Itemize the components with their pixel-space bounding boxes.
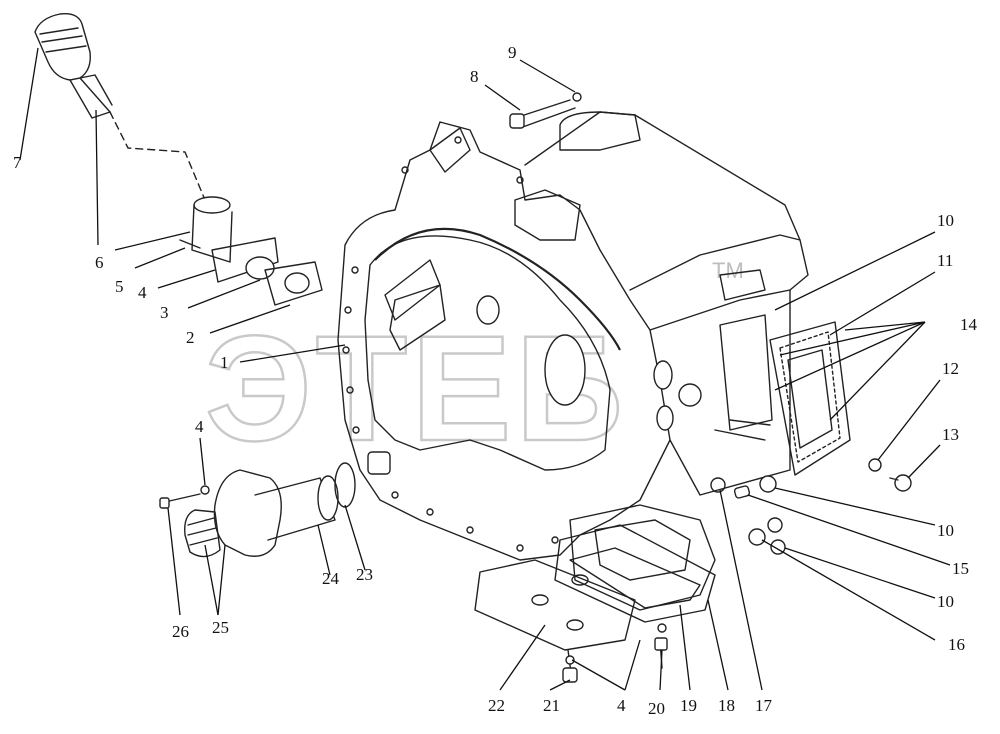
callout-24: 24 (322, 569, 340, 588)
callout-10: 10 (937, 211, 954, 230)
callout-17: 17 (755, 696, 773, 715)
callout-9: 9 (508, 43, 517, 62)
callout-4: 4 (617, 696, 626, 715)
callout-4: 4 (195, 417, 204, 436)
callout-labels: 1 2 3 4 4 4 5 6 7 8 9 10 10 10 11 12 13 … (13, 43, 978, 718)
callout-18: 18 (718, 696, 735, 715)
callout-5: 5 (115, 277, 124, 296)
leader-lines (19, 47, 951, 691)
callout-12: 12 (942, 359, 959, 378)
callout-3: 3 (160, 303, 169, 322)
bearing-housing-drawing (159, 462, 356, 558)
callout-13: 13 (942, 425, 959, 444)
callout-23: 23 (356, 565, 373, 584)
callout-15: 15 (952, 559, 969, 578)
callout-10: 10 (937, 521, 954, 540)
clutch-housing-drawing (337, 111, 809, 611)
callout-2: 2 (186, 328, 195, 347)
callout-10: 10 (937, 592, 954, 611)
callout-19: 19 (680, 696, 697, 715)
callout-6: 6 (95, 253, 104, 272)
filler-neck-drawing (34, 13, 323, 306)
callout-4: 4 (138, 283, 147, 302)
callout-25: 25 (212, 618, 229, 637)
bolts-8-9-drawing (509, 92, 582, 129)
callout-22: 22 (488, 696, 505, 715)
side-cover-drawing (678, 314, 912, 555)
callout-26: 26 (172, 622, 189, 641)
callout-7: 7 (13, 153, 22, 172)
bottom-cover-drawing (474, 524, 716, 683)
callout-8: 8 (470, 67, 479, 86)
callout-11: 11 (937, 251, 953, 270)
callout-21: 21 (543, 696, 560, 715)
callout-14: 14 (960, 315, 978, 334)
callout-16: 16 (948, 635, 965, 654)
callout-20: 20 (648, 699, 665, 718)
watermark-tm: TM (712, 258, 744, 283)
callout-1: 1 (220, 353, 229, 372)
